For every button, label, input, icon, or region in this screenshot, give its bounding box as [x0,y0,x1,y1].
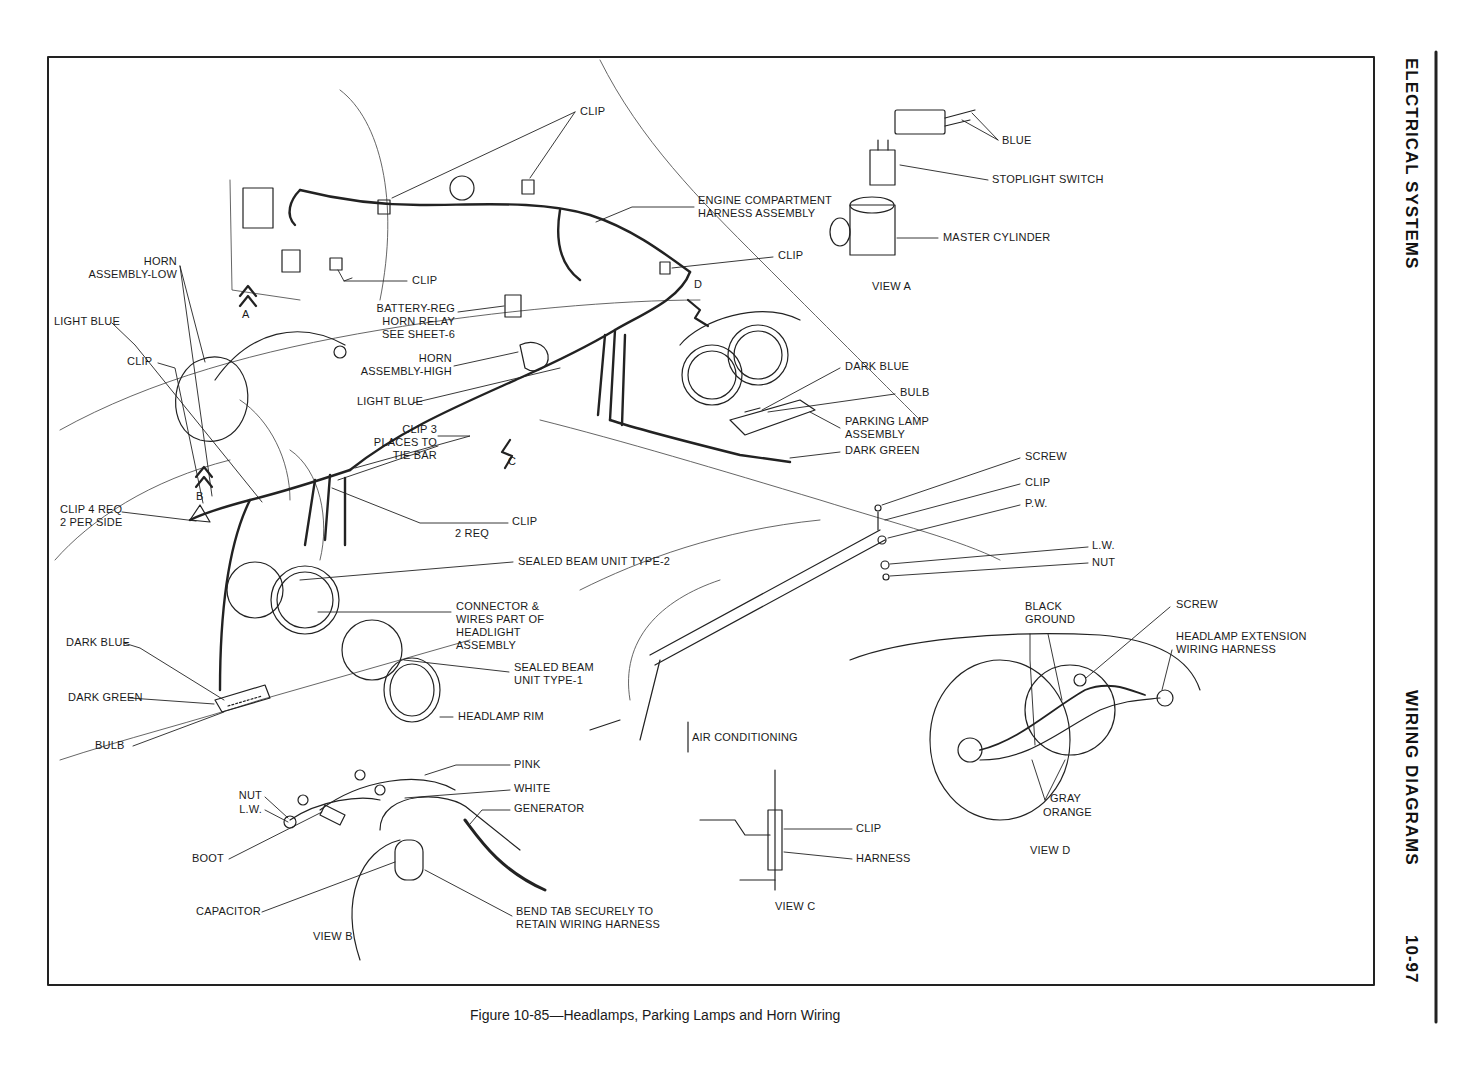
callout-label: CAPACITOR [196,905,261,918]
relay [243,176,521,317]
page-rule [1435,52,1438,1022]
wire-color: ORANGE [1043,806,1092,819]
callout-label: CLIP [1025,476,1050,489]
wire-color: DARK BLUE [66,636,130,649]
callout-label: ENGINE COMPARTMENT HARNESS ASSEMBLY [698,194,848,220]
callout-label: GENERATOR [514,802,584,815]
callout-label: SCREW [1176,598,1218,611]
wiring-harness [190,190,790,690]
wire-color: LIGHT BLUE [357,395,423,408]
callout-label: NUT [1092,556,1115,569]
leader-line [112,112,1172,916]
view-marker: B [196,490,204,503]
view-marker: D [694,278,702,291]
callout-label: CLIP [580,105,605,118]
headlamp [215,562,440,722]
wire-color: BLUE [1002,134,1032,147]
view-marker: C [508,455,516,468]
callout-label: SEALED BEAM UNIT TYPE-1 [514,661,598,687]
section-heading: ELECTRICAL SYSTEMS [1403,58,1420,269]
headlamp [680,312,815,435]
callout-label: AIR CONDITIONING [692,731,798,744]
page-number: 10-97 [1403,935,1420,983]
wire-color: GRAY [1050,792,1081,805]
harness-clip [700,770,782,890]
tie-bar [590,505,889,752]
callout-label: CLIP 3 PLACES TO TIE BAR [357,423,437,462]
wire-color: DARK GREEN [68,691,143,704]
section-heading: WIRING DIAGRAMS [1403,690,1420,866]
wire-color: PINK [514,758,540,771]
view-marker: A [242,308,250,321]
callout-label: CLIP [127,355,152,368]
callout-label: 2 REQ [455,527,489,540]
figure-caption: Figure 10-85—Headlamps, Parking Lamps an… [470,1007,840,1023]
callout-label: HEADLAMP EXTENSION WIRING HARNESS [1176,630,1316,656]
callout-label: CLIP [512,515,537,528]
callout-label: BULB [95,739,125,752]
callout-label: SEALED BEAM UNIT TYPE-2 [518,555,670,568]
callout-label: BOOT [192,852,224,865]
callout-label: P.W. [1025,497,1048,510]
view-label: VIEW C [775,900,815,913]
view-label: VIEW D [1030,844,1070,857]
wire-color: DARK BLUE [845,360,909,373]
headlamp-housing [850,634,1200,820]
wire-color: DARK GREEN [845,444,920,457]
callout-label: BULB [900,386,930,399]
clip [330,180,670,274]
callout-label: NUT [222,789,262,802]
body-outline [55,60,1000,760]
wire-color: BLACK GROUND [1025,600,1077,626]
callout-label: CLIP [778,249,803,262]
wire-color: LIGHT BLUE [54,315,120,328]
wire-color: WHITE [514,782,550,795]
callout-label: HARNESS [856,852,911,865]
callout-label: CLIP 4 REQ 2 PER SIDE [60,503,130,529]
callout-label: BEND TAB SECURELY TO RETAIN WIRING HARNE… [516,905,681,931]
callout-label: HORN ASSEMBLY-HIGH [360,352,452,378]
callout-label: L.W. [1092,539,1115,552]
callout-label: CLIP [856,822,881,835]
callout-label: SCREW [1025,450,1067,463]
generator [284,770,545,960]
callout-label: CONNECTOR & WIRES PART OF HEADLIGHT ASSE… [456,600,576,652]
callout-label: HORN ASSEMBLY-LOW [85,255,177,281]
horn [176,332,549,522]
figure-frame [48,57,1374,985]
view-label: VIEW B [313,930,353,943]
view-arrow [196,286,708,487]
callout-label: CLIP [412,274,437,287]
callout-label: L.W. [222,803,262,816]
callout-label: BATTERY-REG HORN RELAY SEE SHEET-6 [373,302,455,341]
callout-label: MASTER CYLINDER [943,231,1051,244]
callout-label: PARKING LAMP ASSEMBLY [845,415,945,441]
view-label: VIEW A [872,280,911,293]
callout-label: STOPLIGHT SWITCH [992,173,1104,186]
callout-label: HEADLAMP RIM [458,710,544,723]
